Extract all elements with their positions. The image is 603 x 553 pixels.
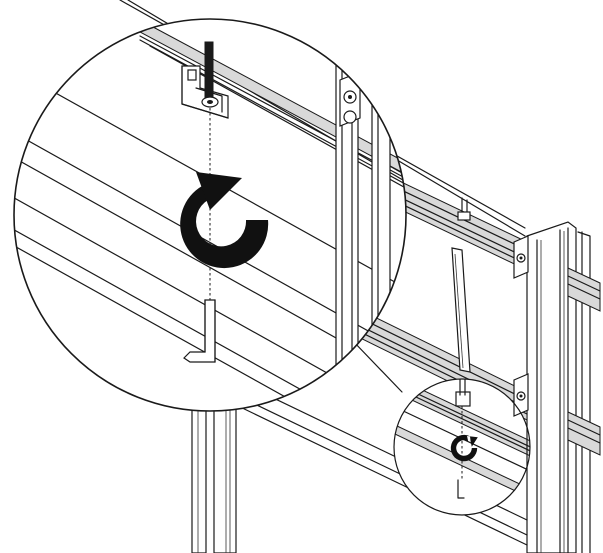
bracket-icon-small — [455, 391, 471, 407]
left-post-b — [213, 389, 237, 553]
allen-key-icon — [183, 299, 216, 363]
callout-connector — [351, 339, 403, 393]
magnified-hook — [339, 71, 361, 127]
center-strap — [451, 247, 471, 373]
clockwise-arrow-icon — [180, 172, 269, 269]
magnifier-circle — [13, 18, 407, 412]
bolt-icon — [201, 41, 219, 108]
left-post-a — [191, 394, 207, 553]
clockwise-arrow-icon-small — [450, 434, 478, 462]
upper-hook — [513, 235, 529, 279]
